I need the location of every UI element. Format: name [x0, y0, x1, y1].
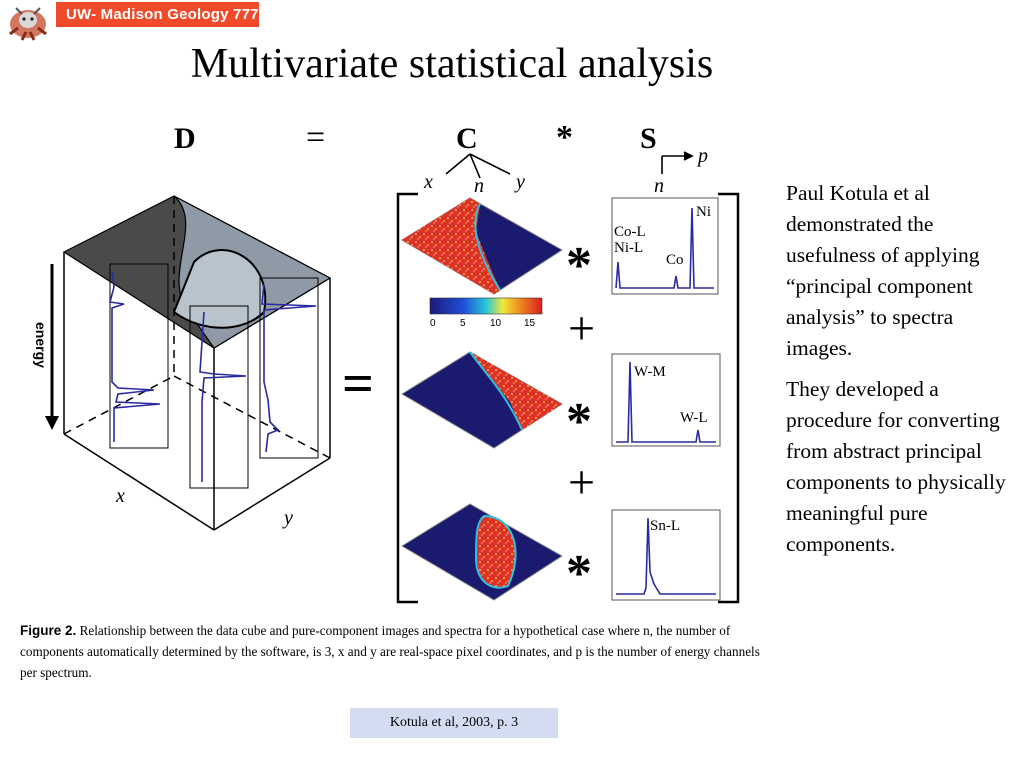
slide-title: Multivariate statistical analysis	[190, 41, 714, 87]
spectrum-1-label-co-l: Co-L	[614, 224, 646, 240]
eq-d: D	[174, 122, 196, 155]
figure-diagram: D = C * S x n y p n	[33, 119, 740, 604]
course-banner: UW- Madison Geology 777	[56, 2, 259, 27]
spectrum-1-label-ni: Ni	[696, 204, 711, 220]
eq-c: C	[456, 122, 478, 155]
cube-label-y: y	[282, 507, 293, 529]
figure-caption: Figure 2. Relationship between the data …	[20, 620, 762, 683]
eq-s: S	[640, 122, 657, 155]
component-map-3	[401, 503, 563, 601]
right-bracket	[718, 192, 740, 604]
spectrum-1-label-co: Co	[666, 252, 684, 268]
big-equals: =	[342, 353, 374, 415]
notes-paragraph-1: Paul Kotula et al demonstrated the usefu…	[786, 181, 980, 360]
op-times-2: *	[566, 393, 592, 450]
s-axis-p: p	[696, 145, 708, 167]
spectrum-1-label-ni-l: Ni-L	[614, 240, 643, 256]
c-axis-x: x	[423, 171, 433, 193]
cube-label-x: x	[115, 485, 125, 507]
spectrum-2-label-w-l: W-L	[680, 410, 708, 426]
eq-star: *	[556, 119, 573, 156]
caption-label: Figure 2.	[20, 623, 77, 638]
spectrum-3-label-sn-l: Sn-L	[650, 518, 680, 534]
c-axis-y: y	[514, 171, 525, 193]
colorbar	[429, 297, 543, 315]
citation-box: Kotula et al, 2003, p. 3	[350, 708, 558, 738]
spectrum-2-label-w-m: W-M	[634, 364, 666, 380]
left-bracket	[396, 192, 418, 604]
cube-label-energy: energy	[33, 322, 49, 368]
slide-notes: Paul Kotula et al demonstrated the usefu…	[786, 178, 1016, 570]
colorbar-tick-0: 0	[430, 318, 436, 329]
colorbar-tick-5: 5	[460, 318, 466, 329]
s-axes-icon	[661, 151, 694, 174]
badger-logo-icon	[9, 7, 47, 41]
caption-text: Relationship between the data cube and p…	[20, 623, 760, 680]
spectrum-panel-1	[611, 197, 719, 295]
s-axis-n: n	[654, 175, 664, 197]
colorbar-tick-15: 15	[524, 318, 536, 329]
op-plus-1: +	[568, 302, 595, 355]
op-times-1: *	[566, 237, 592, 294]
eq-equals: =	[306, 119, 325, 156]
component-map-2	[401, 351, 563, 449]
spectrum-panel-2	[611, 353, 721, 447]
op-times-3: *	[566, 545, 592, 602]
colorbar-tick-10: 10	[490, 318, 502, 329]
op-plus-2: +	[568, 456, 595, 509]
data-cube	[45, 195, 332, 531]
notes-paragraph-2: They developed a procedure for convertin…	[786, 377, 1006, 556]
spectrum-panel-3	[611, 509, 721, 601]
c-axis-n: n	[474, 175, 484, 197]
c-axes-icon	[445, 153, 511, 179]
component-map-1	[401, 197, 563, 295]
